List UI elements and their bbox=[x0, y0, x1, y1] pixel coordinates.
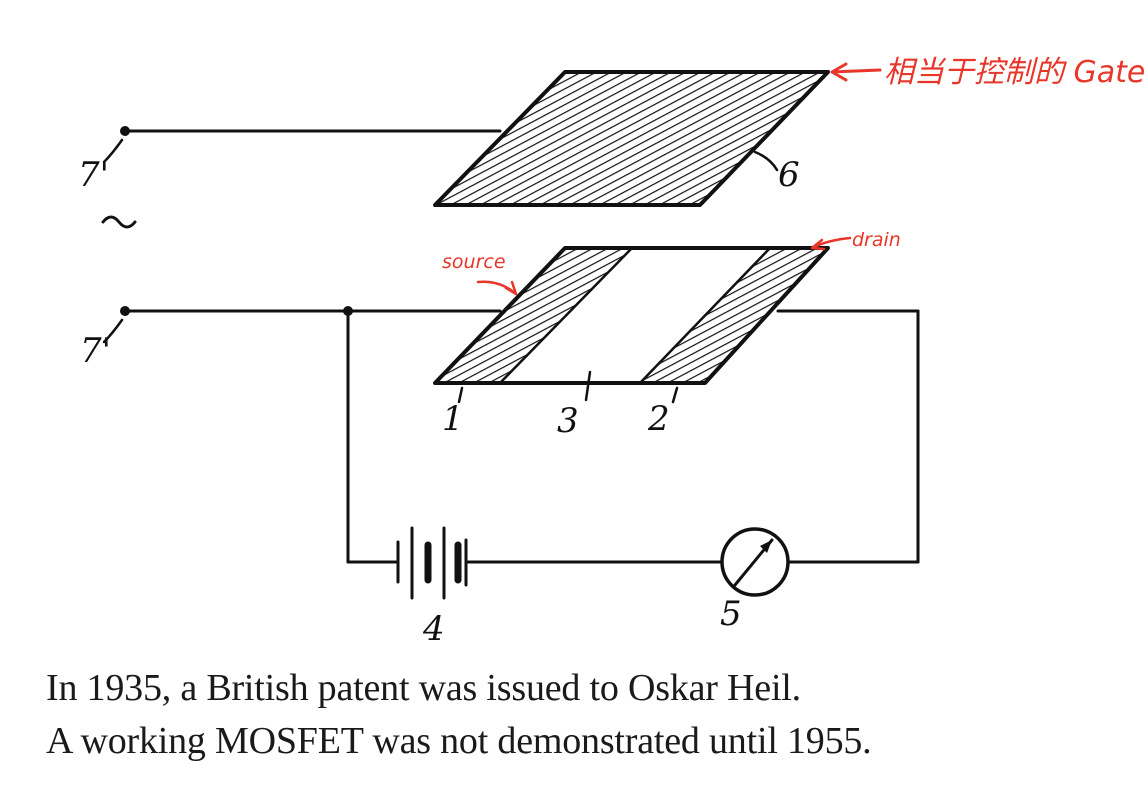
drain-annotation: drain bbox=[810, 229, 901, 251]
label-terminal-top: 7' bbox=[78, 155, 109, 195]
label-terminal-bottom: 7' bbox=[80, 331, 111, 371]
source-annotation: source bbox=[442, 251, 518, 296]
label-source-region: 1 bbox=[442, 399, 464, 439]
label-drain-region: 2 bbox=[647, 399, 670, 439]
leader-lines bbox=[457, 150, 779, 404]
gate-wire bbox=[102, 126, 502, 164]
label-meter: 5 bbox=[720, 594, 742, 634]
caption-line-1: In 1935, a British patent was issued to … bbox=[46, 667, 801, 709]
gate-annotation: 相当于控制的 Gate bbox=[830, 55, 1145, 90]
label-battery: 4 bbox=[422, 609, 445, 649]
label-gate-plate: 6 bbox=[778, 155, 800, 195]
drain-annotation-text: drain bbox=[852, 229, 901, 251]
caption-line-2: A working MOSFET was not demonstrated un… bbox=[46, 720, 872, 762]
ac-symbol bbox=[101, 215, 137, 229]
label-channel: 3 bbox=[557, 401, 579, 441]
meter-symbol bbox=[720, 527, 790, 597]
circuit-wires bbox=[102, 306, 920, 564]
battery-symbol bbox=[396, 526, 468, 600]
gate-annotation-text: 相当于控制的 Gate bbox=[884, 55, 1145, 90]
mosfet-patent-diagram: 7' 7' 6 1 3 2 4 5 相当于控制的 Gate source dra… bbox=[78, 55, 1145, 649]
gate-plate bbox=[433, 70, 830, 207]
source-annotation-text: source bbox=[442, 251, 506, 273]
